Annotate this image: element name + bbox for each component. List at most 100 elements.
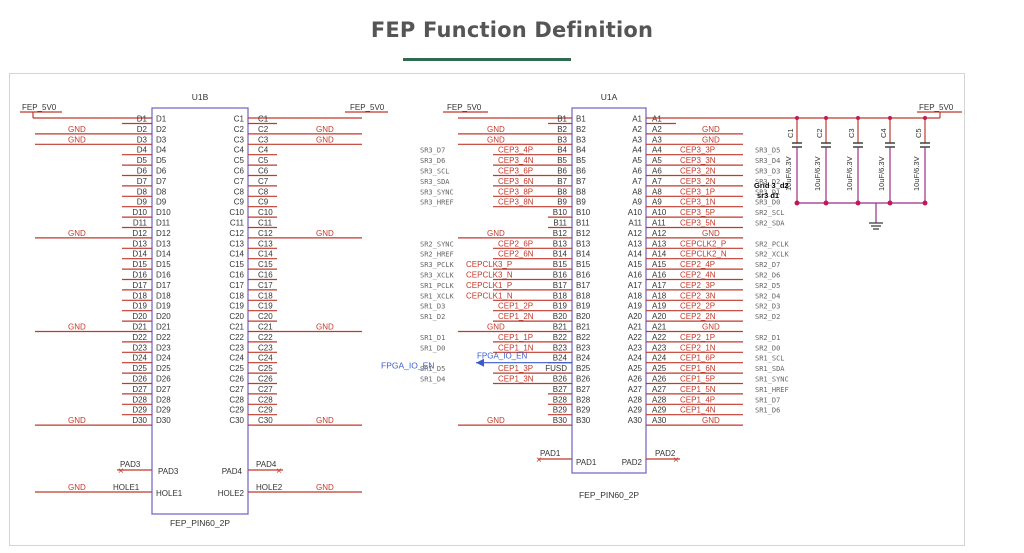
u1b-right-pin-name: C18 — [229, 291, 244, 300]
u1a-left-signal-label: SR1_D4 — [420, 376, 445, 384]
u1a-left-pin-number: B16 — [553, 271, 568, 280]
u1a-left-pin-number: B2 — [557, 125, 567, 134]
u1a-left-net-label: GND — [487, 135, 505, 144]
u1a-left-pin-name: B30 — [576, 416, 591, 425]
u1a-right-signal-label: SR3_D2 — [755, 178, 780, 186]
u1b-left-pin-name: D30 — [156, 416, 171, 425]
u1a-right-pin-name: A23 — [628, 343, 643, 352]
cap-value-label: 10uF/6.3V — [877, 156, 886, 191]
u1a-right-net-label: CEP1_6N — [680, 364, 716, 373]
u1b-hole-left-name: HOLE1 — [156, 489, 183, 498]
u1a-right-pin-number: A3 — [652, 135, 662, 144]
u1a-left-pin-name: B8 — [576, 187, 586, 196]
u1a-left-pin-name: B15 — [576, 260, 591, 269]
u1a-right-net-label: CEP1_4N — [680, 406, 716, 415]
u1a-right-pin-name: A19 — [628, 302, 643, 311]
u1a-left-net-label: CEPCLK3_N — [466, 271, 513, 280]
cap-junction-dot — [887, 200, 893, 206]
u1b-right-pin-name: C25 — [229, 364, 244, 373]
u1a-right-pin-number: A4 — [652, 146, 662, 155]
u1b-right-pin-name: C11 — [230, 219, 245, 228]
u1a-left-pin-name: B12 — [576, 229, 591, 238]
u1a-left-pin-number: B19 — [553, 302, 568, 311]
u1b-hole-left-net: GND — [68, 483, 86, 492]
u1a-left-pin-name: B6 — [576, 167, 586, 176]
u1b-left-pin-name: D12 — [156, 229, 171, 238]
u1b-right-net-label: GND — [316, 125, 334, 134]
u1b-left-pin-name: D17 — [156, 281, 171, 290]
u1a-left-pin-number: B30 — [553, 416, 568, 425]
u1b-left-pin-number: D4 — [137, 146, 148, 155]
u1a-right-pin-name: A17 — [628, 281, 643, 290]
u1a-left-pin-number: B8 — [557, 187, 567, 196]
schematic-frame — [9, 73, 965, 546]
u1b-left-pin-name: D2 — [156, 125, 167, 134]
u1a-left-signal-label: SR1_XCLK — [420, 292, 455, 300]
u1b-left-pin-number: D8 — [137, 187, 148, 196]
u1a-right-net-label: CEP3_5N — [680, 219, 716, 228]
u1b-left-pin-name: D28 — [156, 395, 171, 404]
u1b-pad-right-noconnect: × — [276, 466, 282, 477]
u1a-left-signal-label: SR1_D2 — [420, 313, 445, 321]
u1b-right-pin-number: C4 — [258, 146, 269, 155]
u1b-ref: U1B — [192, 92, 209, 102]
u1a-right-net-label: CEP3_2N — [680, 177, 716, 186]
u1b-right-pin-name: C14 — [229, 250, 244, 259]
u1b-left-pin-number: D24 — [132, 354, 147, 363]
u1b-left-pin-name: D7 — [156, 177, 167, 186]
u1b-left-pin-number: D7 — [137, 177, 148, 186]
u1b-right-net-label: GND — [316, 416, 334, 425]
u1b-right-pin-number: C19 — [258, 302, 273, 311]
u1b-right-pin-number: C22 — [258, 333, 273, 342]
u1a-right-signal-label: SR2_D3 — [755, 303, 780, 311]
u1a-pad-left-noconnect: × — [536, 455, 542, 466]
u1b-right-pin-number: C20 — [258, 312, 273, 321]
u1b-right-pin-number: C1 — [258, 115, 269, 124]
u1a-left-pin-name: B17 — [576, 281, 591, 290]
u1a-left-pin-name: B7 — [576, 177, 586, 186]
u1a-right-signal-label: SR2_XCLK — [755, 251, 790, 259]
u1a-left-pin-name: B11 — [576, 219, 590, 228]
u1a-left-net-label: CEP1_3N — [498, 375, 534, 384]
u1a-right-signal-label: SR2_PCLK — [755, 240, 790, 248]
u1b-right-net-label: GND — [316, 135, 334, 144]
u1b-right-pin-name: C20 — [229, 312, 244, 321]
u1b-right-pin-name: C2 — [234, 125, 245, 134]
u1a-right-signal-label: SR1_HREF — [755, 386, 789, 394]
title-underline — [403, 58, 571, 61]
cap-top-junction-dot — [888, 116, 892, 120]
u1a-left-signal-label: SR3_SYNC — [420, 188, 454, 196]
u1a-left-net-label: CEP3_6N — [498, 177, 534, 186]
u1a-right-pin-name: A5 — [632, 156, 642, 165]
cap-junction-dot — [855, 200, 861, 206]
u1b-right-pin-number: C8 — [258, 187, 269, 196]
u1b-left-pin-name: D27 — [156, 385, 171, 394]
u1b-right-net-label: GND — [316, 229, 334, 238]
u1b-left-pin-number: D2 — [137, 125, 148, 134]
u1a-left-net-label: CEP3_4P — [498, 146, 533, 155]
u1a-right-pin-number: A9 — [652, 198, 662, 207]
u1a-left-pin-number: B29 — [553, 406, 568, 415]
u1a-left-signal-label: SR3_HREF — [420, 199, 454, 207]
u1b-left-pin-number: D3 — [137, 135, 148, 144]
u1a-right-pin-name: A7 — [632, 177, 642, 186]
u1a-right-pin-name: A1 — [632, 115, 642, 124]
u1a-right-net-label: GND — [702, 125, 720, 134]
u1b-left-pin-name: D18 — [156, 291, 171, 300]
u1a-right-net-label: CEP3_5P — [680, 208, 715, 217]
u1b-right-pin-number: C30 — [258, 416, 273, 425]
u1a-left-pin-number: B12 — [553, 229, 568, 238]
u1b-left-pin-name: D16 — [156, 271, 171, 280]
u1b-power-right-label: FEP_5V0 — [350, 103, 385, 112]
u1a-right-pin-name: A4 — [632, 146, 642, 155]
u1b-left-pin-number: D20 — [132, 312, 147, 321]
u1b-left-pin-name: D29 — [156, 406, 171, 415]
u1a-left-net-label: CEPCLK1_P — [466, 281, 512, 290]
u1a-right-pin-name: A14 — [628, 250, 643, 259]
u1a-left-pin-name: B21 — [576, 323, 591, 332]
u1b-left-pin-number: D9 — [137, 198, 148, 207]
u1a-left-pin-number: B20 — [553, 312, 568, 321]
u1a-pad-right-number: PAD2 — [655, 449, 676, 458]
u1a-left-pin-name: B18 — [576, 291, 591, 300]
u1b-left-pin-name: D15 — [156, 260, 171, 269]
